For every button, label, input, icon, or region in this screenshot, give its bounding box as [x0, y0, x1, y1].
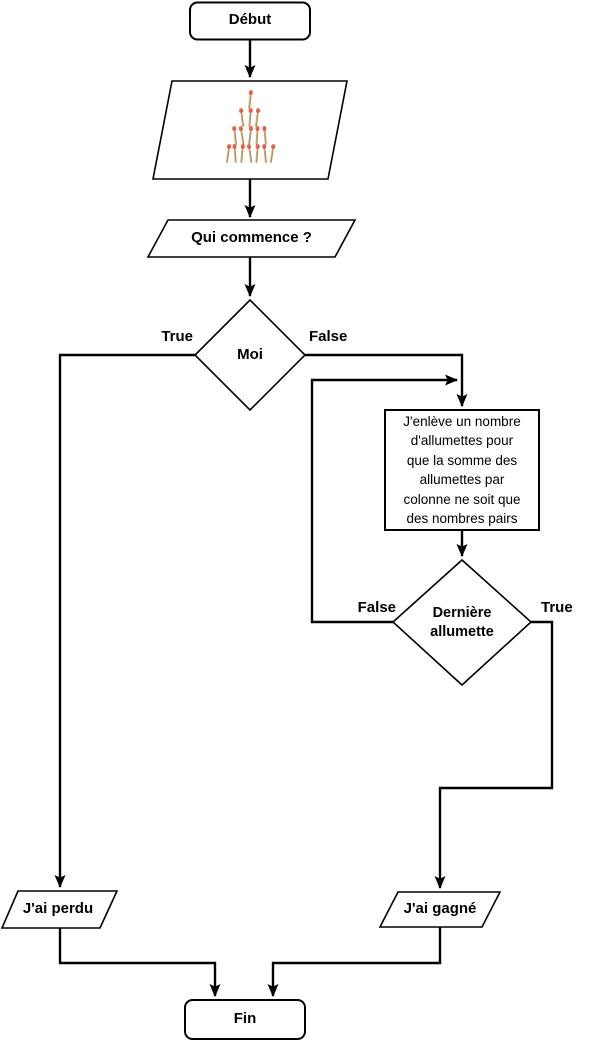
- who-starts-label: Qui commence ?: [191, 229, 312, 247]
- won-node-shape: [378, 891, 502, 928]
- end-node-label: Fin: [233, 1010, 257, 1028]
- me-true-edge-label: True: [161, 328, 193, 345]
- last-match-true-edge-label: True: [541, 599, 573, 616]
- start-node-label: Début: [228, 11, 272, 29]
- remove-matches-node-shape: [384, 409, 540, 531]
- edge-me-true-to-lost: [54, 353, 195, 888]
- matchstick-icon: [232, 143, 238, 164]
- edge-lost-to-end: [58, 928, 221, 997]
- lost-node-label: J'ai perdu: [22, 900, 94, 918]
- lost-node-shape: [0, 890, 119, 929]
- matchstick-icon: [246, 143, 253, 164]
- me-decision-shape: [193, 298, 307, 412]
- won-node-label: J'ai gagné: [403, 900, 477, 918]
- who-starts-node-shape: [146, 219, 357, 258]
- last-match-decision-label: Dernière allumette: [430, 605, 494, 640]
- edge-won-to-end: [267, 927, 442, 997]
- matchstick-icon: [261, 143, 268, 164]
- matchsticks-pyramid: [150, 84, 350, 184]
- matchstick-icon: [224, 143, 232, 164]
- last-match-false-edge-label: False: [357, 599, 396, 616]
- edge-last-match-true-to-won: [434, 620, 554, 889]
- last-match-decision-shape: [391, 558, 533, 687]
- edge-me-false-to-remove: [305, 353, 468, 407]
- me-decision-label: Moi: [237, 345, 263, 363]
- remove-matches-text: J'enlève un nombre d'allumettes pour que…: [403, 413, 521, 527]
- matchstick-icon: [268, 143, 276, 164]
- matchstick-icon: [239, 143, 246, 164]
- matchstick-icon: [254, 143, 261, 164]
- start-node-shape: [189, 1, 311, 41]
- me-false-edge-label: False: [309, 328, 348, 345]
- edge-last-match-false-loopback: [310, 374, 458, 624]
- end-node-shape: [184, 999, 306, 1040]
